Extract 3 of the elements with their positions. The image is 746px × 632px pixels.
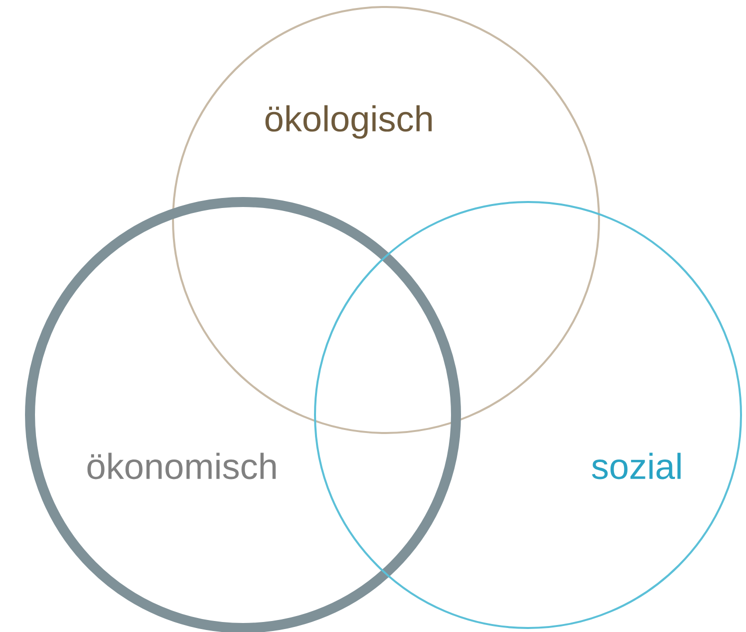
circle-label: ökonomisch [87, 452, 276, 480]
circle-label: sozial [592, 452, 681, 480]
circle-label: ökologisch [265, 105, 432, 139]
